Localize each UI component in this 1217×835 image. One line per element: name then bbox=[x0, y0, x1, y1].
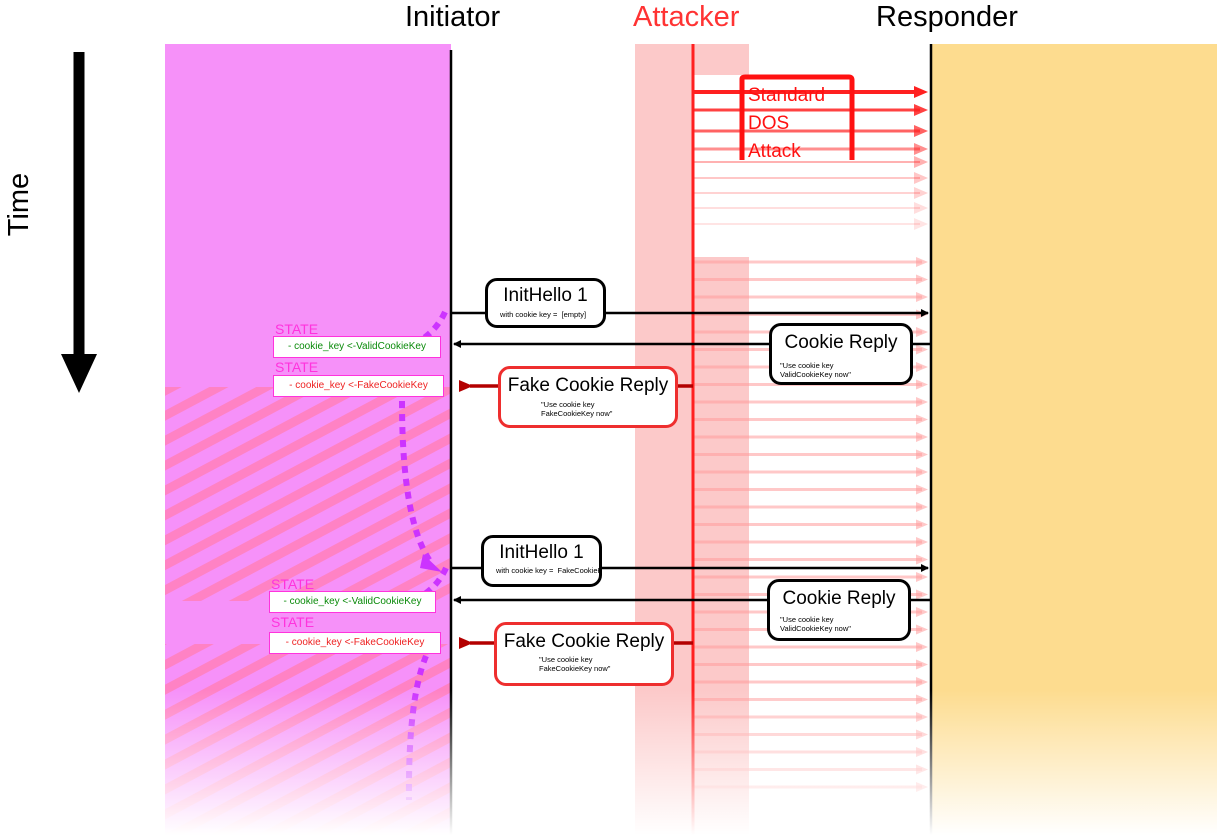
dos-flood-arrowhead bbox=[916, 309, 928, 320]
cookie-reply-2-box: Cookie Reply "Use cookie key ValidCookie… bbox=[767, 579, 911, 641]
inithello-2-title: InitHello 1 bbox=[499, 542, 584, 563]
dos-flood-arrowhead bbox=[916, 572, 928, 582]
dos-flood-arrowhead bbox=[916, 362, 928, 372]
dos-flood-arrowhead bbox=[914, 156, 928, 168]
dos-label-line-3: Attack bbox=[748, 141, 801, 162]
dos-flood-arrowhead bbox=[916, 537, 928, 547]
dos-flood-arrowhead bbox=[916, 414, 928, 425]
dos-flood-arrowhead bbox=[916, 642, 928, 652]
dos-flood-arrowhead bbox=[916, 274, 928, 285]
dos-bracket bbox=[739, 74, 855, 160]
state-2-box: - cookie_key <-FakeCookieKey bbox=[273, 375, 444, 397]
initiator-compromised-area bbox=[165, 387, 451, 601]
inithello-1-box: InitHello 1 with cookie key = [empty] bbox=[485, 278, 606, 328]
dos-flood-arrowhead bbox=[916, 449, 928, 460]
state-2-label: STATE bbox=[275, 359, 319, 375]
dos-flood-arrowhead bbox=[916, 502, 928, 512]
time-arrow-head bbox=[61, 354, 97, 393]
dos-flood-arrowhead bbox=[916, 677, 928, 687]
dos-flood-arrowhead bbox=[916, 589, 928, 600]
initiator-header: Initiator bbox=[405, 1, 501, 33]
state-3-box: - cookie_key <-ValidCookieKey bbox=[269, 591, 436, 613]
dos-flood-arrowhead bbox=[914, 218, 928, 230]
dos-flood-arrowhead bbox=[916, 607, 928, 617]
cookie-reply-1-title: Cookie Reply bbox=[784, 332, 898, 353]
inithello-2-box: InitHello 1 with cookie key = FakeCookie… bbox=[481, 535, 602, 587]
dos-flood-arrowhead bbox=[916, 554, 928, 565]
cookie-reply-1-subtitle: "Use cookie key ValidCookieKey now" bbox=[780, 361, 851, 379]
dos-flood-arrowhead bbox=[916, 327, 928, 337]
fake-cookie-reply-2-title: Fake Cookie Reply bbox=[503, 631, 665, 652]
fake-cookie-reply-1-title: Fake Cookie Reply bbox=[507, 375, 669, 396]
cookie-reply-2-subtitle: "Use cookie key ValidCookieKey now" bbox=[780, 615, 851, 633]
fake-cookie-reply-2-subtitle: "Use cookie key FakeCookieKey now" bbox=[539, 655, 611, 673]
dos-flood-area bbox=[693, 75, 925, 257]
inithello-1-title: InitHello 1 bbox=[503, 285, 588, 306]
state-4-box: - cookie_key <-FakeCookieKey bbox=[269, 632, 441, 654]
bottom-fade bbox=[160, 690, 1217, 835]
state-transition-path-3 bbox=[416, 566, 449, 601]
fake-cookie-reply-1-subtitle: "Use cookie key FakeCookieKey now" bbox=[541, 400, 613, 418]
time-label: Time bbox=[3, 172, 36, 237]
dos-flood-arrowhead bbox=[914, 143, 928, 155]
dos-flood-arrowhead bbox=[916, 257, 928, 267]
dos-flood-arrowhead bbox=[914, 125, 928, 137]
dos-flood-arrowhead bbox=[916, 484, 928, 495]
dos-flood-arrowhead bbox=[914, 187, 928, 199]
state-4-label: STATE bbox=[271, 614, 315, 630]
fake-cookie-reply-1-box: Fake Cookie Reply "Use cookie key FakeCo… bbox=[498, 366, 678, 428]
dos-flood-arrowhead bbox=[914, 172, 928, 184]
responder-header: Responder bbox=[876, 1, 1018, 33]
state-1-label: STATE bbox=[275, 321, 319, 337]
dos-label-line-2: DOS bbox=[748, 113, 790, 134]
dos-flood-arrowhead bbox=[914, 86, 928, 98]
attacker-header: Attacker bbox=[633, 1, 740, 33]
state-3-label: STATE bbox=[271, 576, 315, 592]
dos-flood-arrowhead bbox=[914, 202, 928, 214]
cookie-reply-2-title: Cookie Reply bbox=[782, 588, 896, 609]
inithello-1-subtitle: with cookie key = [empty] bbox=[500, 310, 587, 319]
state-transition-arrowhead bbox=[420, 554, 442, 572]
dos-label: Standard DOS Attack bbox=[748, 82, 825, 166]
inithello-2-subtitle: with cookie key = FakeCookieKey bbox=[496, 566, 599, 575]
dos-flood-arrowhead bbox=[914, 104, 928, 116]
fake-cookie-reply-2-box: Fake Cookie Reply "Use cookie key FakeCo… bbox=[494, 622, 674, 686]
dos-flood-arrowhead bbox=[916, 344, 928, 355]
cookie-reply-1-box: Cookie Reply "Use cookie key ValidCookie… bbox=[769, 323, 913, 385]
time-label-wrap: Time bbox=[3, 168, 52, 248]
state-1-box: - cookie_key <-ValidCookieKey bbox=[273, 336, 441, 358]
dos-flood-arrowhead bbox=[916, 624, 928, 635]
dos-flood-arrowhead bbox=[916, 379, 928, 390]
dos-flood-arrowhead bbox=[916, 467, 928, 477]
dos-flood-arrowhead bbox=[916, 659, 928, 670]
dos-flood-arrowhead bbox=[916, 397, 928, 407]
dos-flood-arrowhead bbox=[916, 519, 928, 530]
state-transition-path-2 bbox=[399, 400, 433, 563]
dos-flood-arrowhead bbox=[916, 292, 928, 302]
dos-flood-arrowhead bbox=[916, 432, 928, 442]
dos-label-line-1: Standard bbox=[748, 85, 826, 106]
